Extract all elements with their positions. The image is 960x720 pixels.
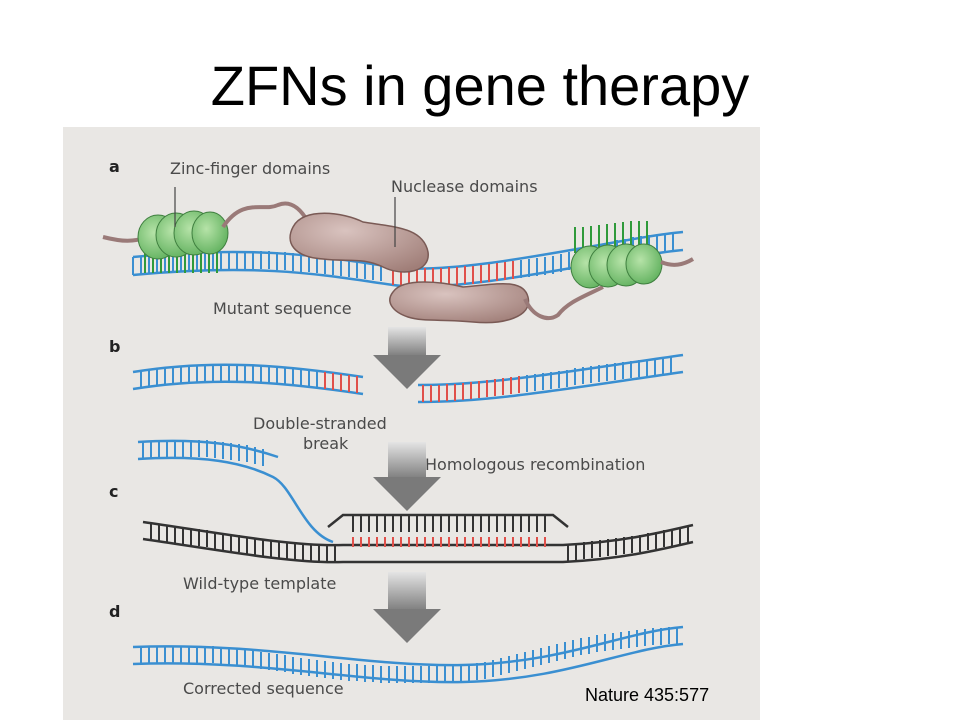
label-mutant-sequence: Mutant sequence xyxy=(213,299,352,318)
label-corrected-sequence: Corrected sequence xyxy=(183,679,344,698)
panel-label-b: b xyxy=(109,337,120,356)
citation: Nature 435:577 xyxy=(585,685,710,705)
process-arrow-bc xyxy=(373,442,441,511)
process-arrow-cd xyxy=(373,572,441,643)
panel-label-d: d xyxy=(109,602,120,621)
nuclease-domain-top xyxy=(289,212,429,273)
nuclease-domain-bottom xyxy=(389,281,604,324)
label-nuclease-domains: Nuclease domains xyxy=(391,177,538,196)
dna-broken-left xyxy=(132,363,364,396)
slide-title: ZFNs in gene therapy xyxy=(210,54,750,117)
label-break: break xyxy=(303,434,349,453)
dna-broken-right xyxy=(417,353,684,404)
zinc-finger-right xyxy=(570,221,695,289)
zinc-finger-left xyxy=(102,201,310,273)
dna-corrected-duplex xyxy=(132,625,684,684)
label-homologous-recombination: Homologous recombination xyxy=(425,455,645,474)
process-arrow-ab xyxy=(373,327,441,389)
label-zinc-finger-domains: Zinc-finger domains xyxy=(170,159,330,178)
label-wild-type-template: Wild-type template xyxy=(183,574,336,593)
panel-label-c: c xyxy=(109,482,118,501)
panel-label-a: a xyxy=(109,157,120,176)
label-double-stranded: Double-stranded xyxy=(253,414,387,433)
dna-wild-type-template xyxy=(142,513,694,564)
zfn-figure: a b c d xyxy=(63,127,760,720)
dna-resected-strand xyxy=(137,439,334,544)
figure-canvas: a b c d xyxy=(102,157,695,698)
